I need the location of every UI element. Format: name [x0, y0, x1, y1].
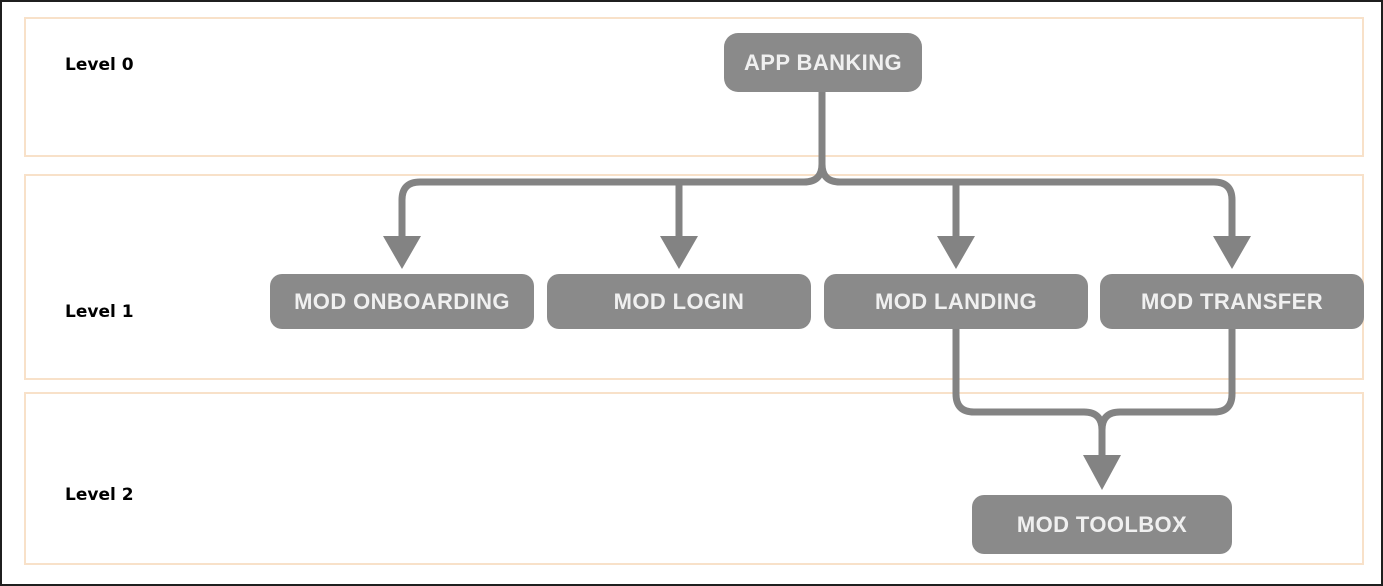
level-1-label: Level 1: [65, 302, 134, 322]
node-app-banking: APP BANKING: [724, 33, 922, 92]
level-0-label: Level 0: [65, 55, 134, 75]
node-mod-landing: MOD LANDING: [824, 274, 1088, 329]
level-band-0: Level 0: [24, 17, 1364, 157]
node-mod-toolbox-label: MOD TOOLBOX: [1016, 511, 1188, 537]
node-mod-onboarding: MOD ONBOARDING: [270, 274, 534, 329]
node-mod-login: MOD LOGIN: [547, 274, 811, 329]
node-mod-onboarding-label: MOD ONBOARDING: [294, 288, 510, 314]
node-app-banking-label: APP BANKING: [743, 49, 902, 75]
level-2-label: Level 2: [65, 485, 134, 505]
node-mod-transfer: MOD TRANSFER: [1100, 274, 1364, 329]
node-mod-toolbox: MOD TOOLBOX: [972, 495, 1232, 554]
node-mod-landing-label: MOD LANDING: [874, 288, 1038, 314]
level-band-2: Level 2: [24, 392, 1364, 565]
node-mod-transfer-label: MOD TRANSFER: [1140, 288, 1323, 314]
node-mod-login-label: MOD LOGIN: [613, 288, 745, 314]
